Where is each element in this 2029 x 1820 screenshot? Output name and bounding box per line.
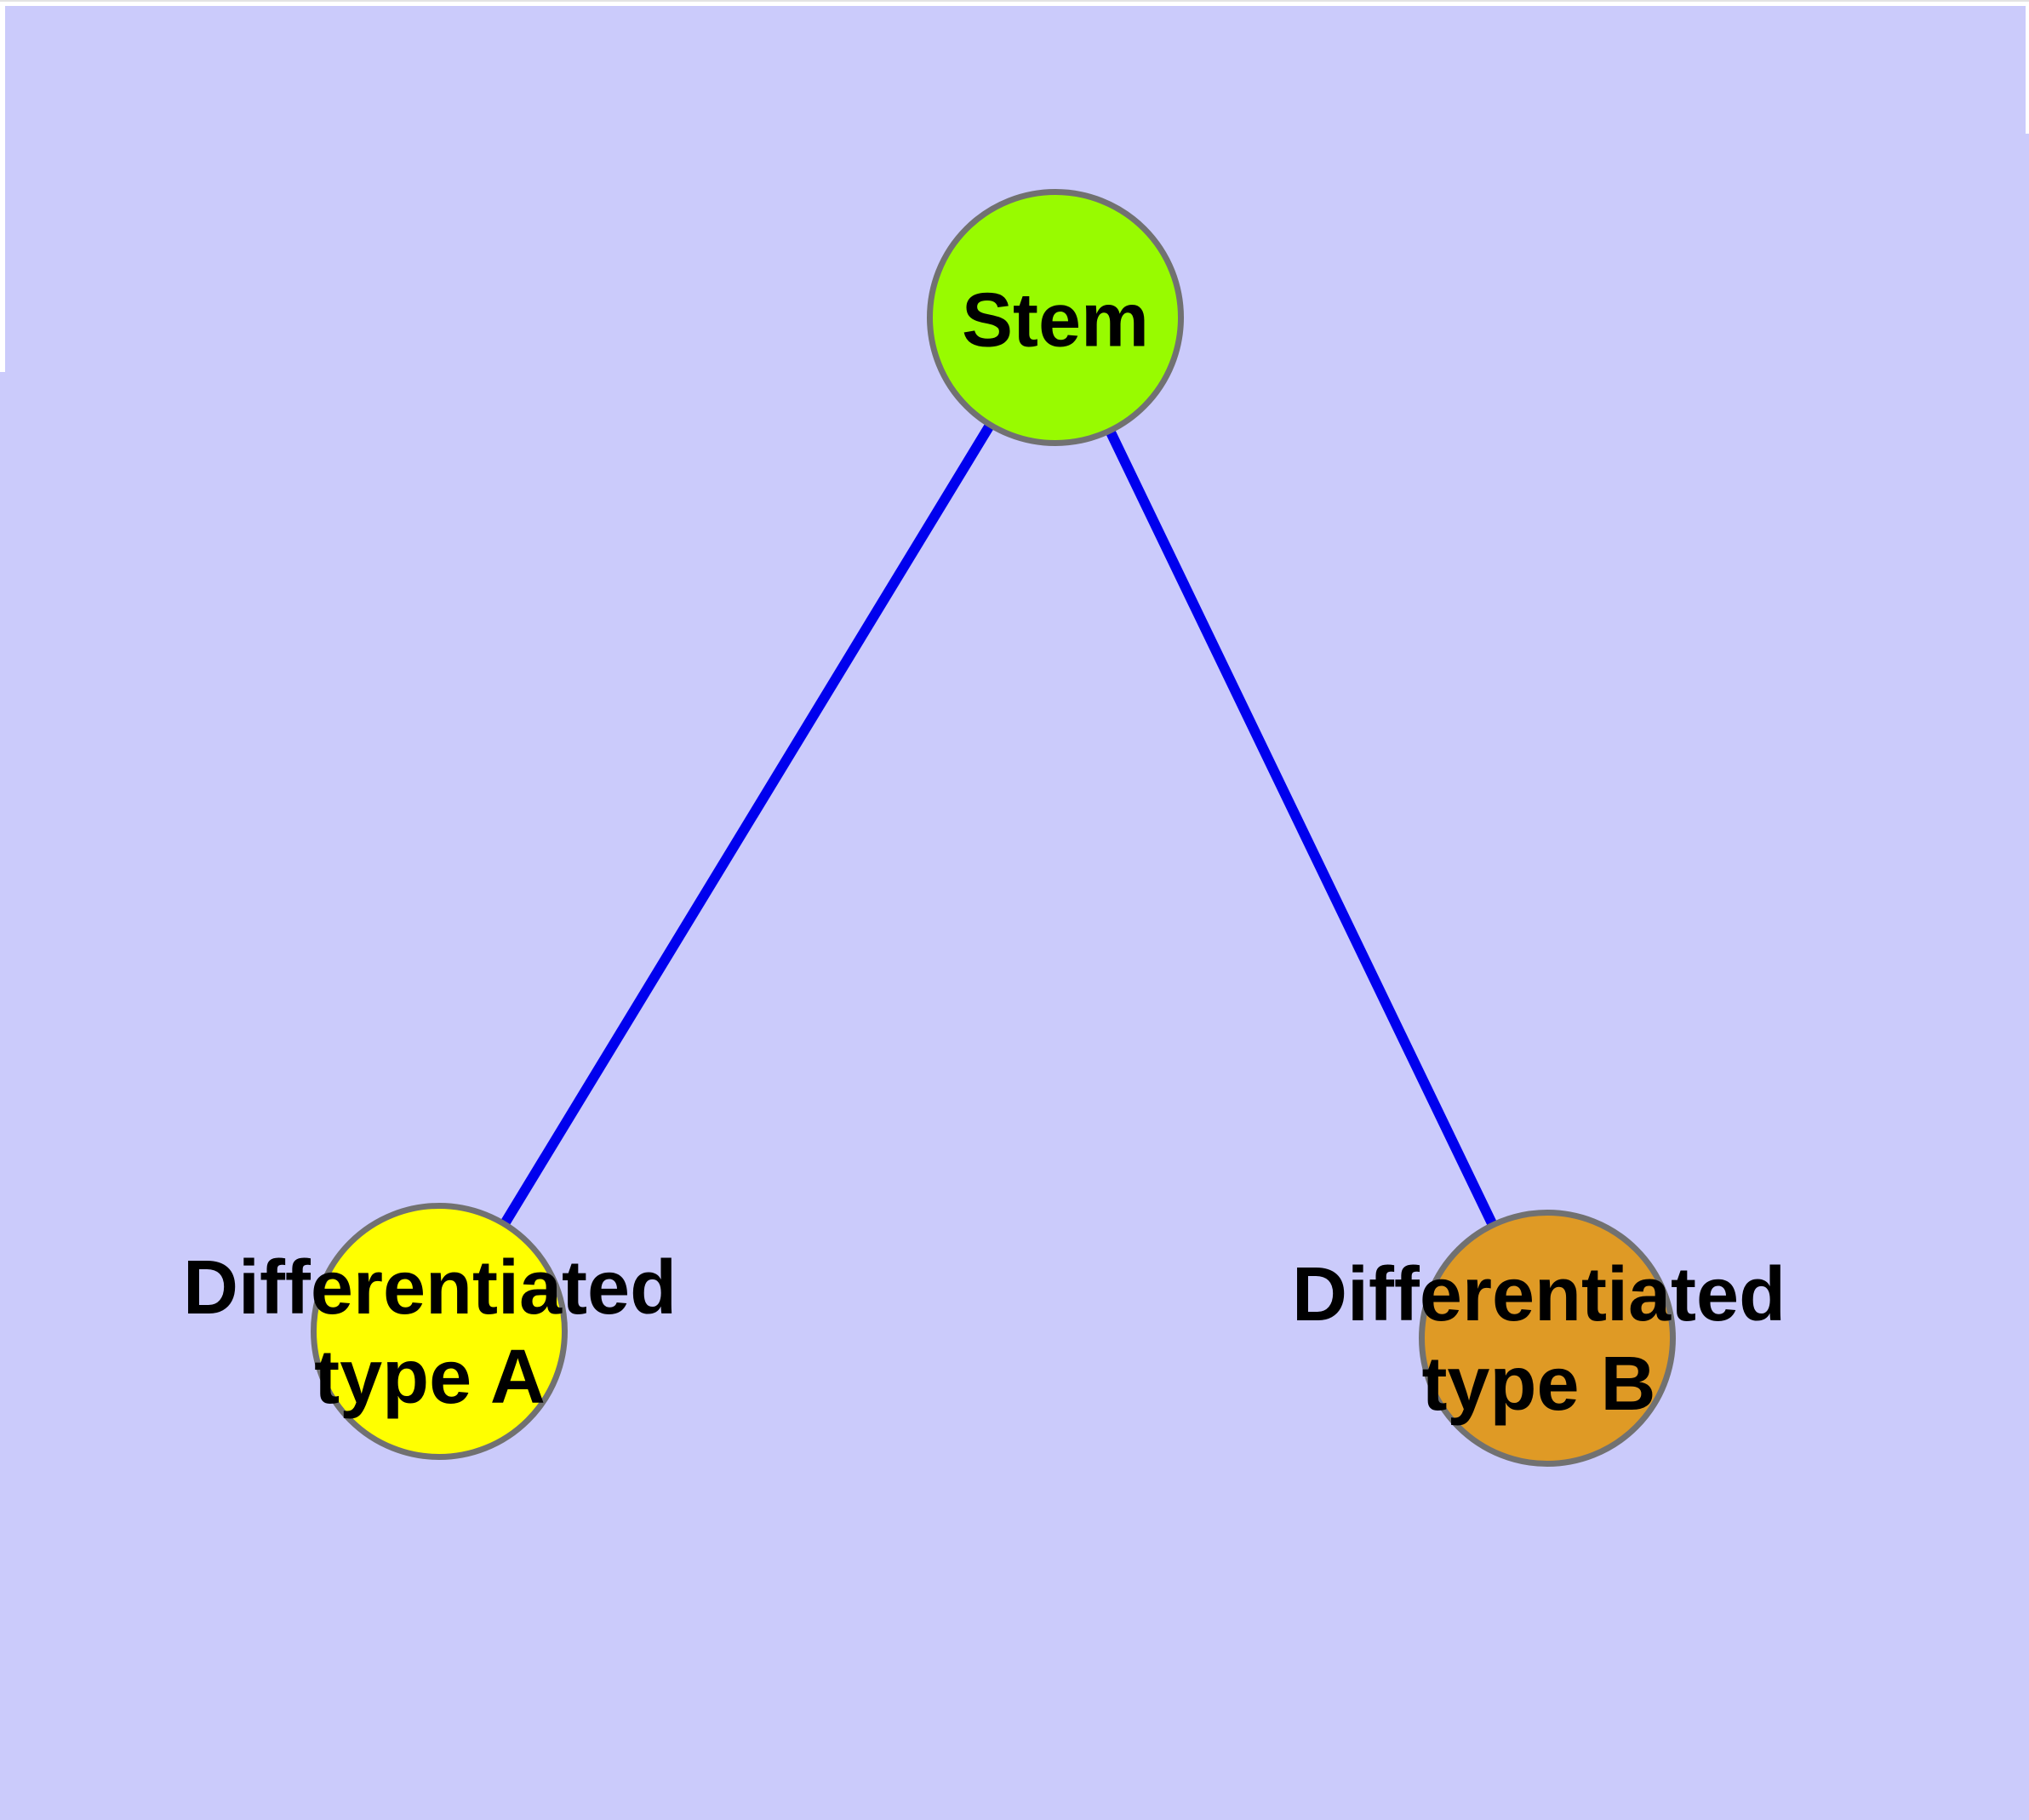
node-differentiated-type-b <box>1419 1210 1676 1467</box>
node-label-differentiated-type-b: Differentiated type B <box>1292 1251 1786 1429</box>
node-label-line: Differentiated <box>182 1245 677 1331</box>
node-label-line: Differentiated <box>1291 1252 1786 1337</box>
edge-stem-to-type-b <box>1050 315 1552 1341</box>
node-differentiated-type-a <box>311 1203 568 1460</box>
node-label-stem: Stem <box>961 278 1150 363</box>
window-left-edge <box>0 6 5 372</box>
edge-stem-to-type-a <box>434 314 1060 1335</box>
node-label-line: type A <box>314 1335 546 1420</box>
node-label-line: type B <box>1421 1342 1656 1427</box>
window-top-edge <box>0 0 2029 2</box>
node-stem <box>927 189 1184 446</box>
node-label-differentiated-type-a: Differentiated type A <box>183 1244 677 1422</box>
window-right-edge <box>2026 6 2029 134</box>
